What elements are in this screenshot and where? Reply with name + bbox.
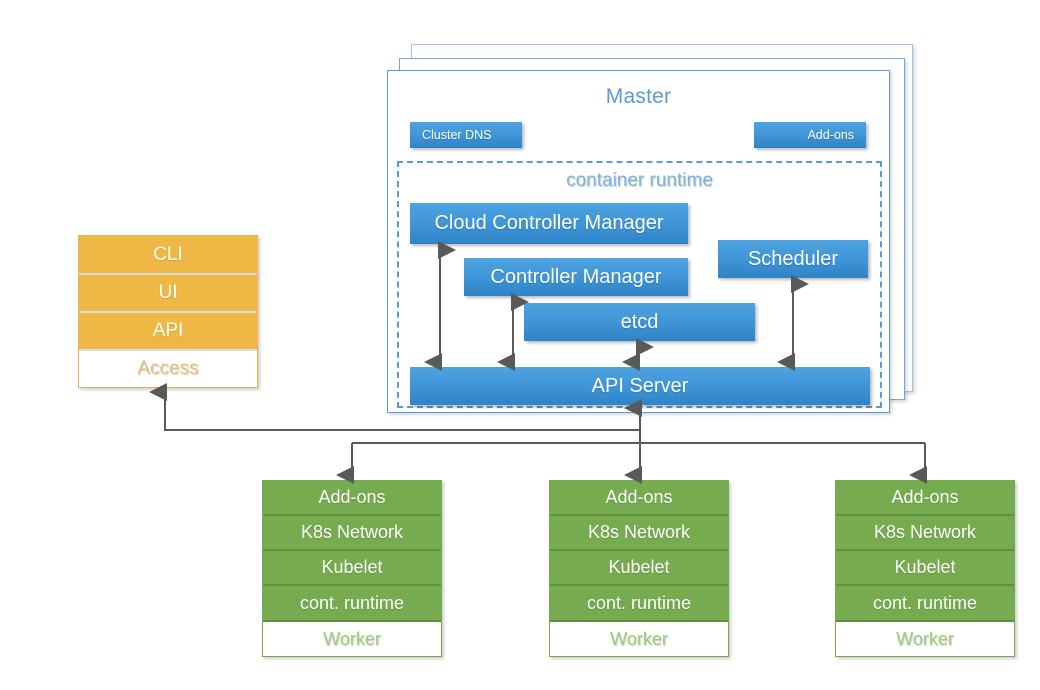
worker-2-row-add-ons[interactable]: Add-ons xyxy=(550,481,728,516)
worker-2-row-cont-runtime[interactable]: cont. runtime xyxy=(550,586,728,622)
controller-manager-label: Controller Manager xyxy=(490,265,662,288)
master-component-cluster-dns[interactable]: Cluster DNS xyxy=(410,122,522,148)
cluster-dns-label: Cluster DNS xyxy=(422,128,492,142)
worker-3-k8s-network-label: K8s Network xyxy=(873,522,977,542)
worker-2-k8s-network-label: K8s Network xyxy=(587,522,691,542)
worker-2-add-ons-label: Add-ons xyxy=(605,487,673,507)
worker-2-footer-label: Worker xyxy=(550,622,728,656)
worker-2-label-text: Worker xyxy=(610,628,668,649)
component-etcd[interactable]: etcd xyxy=(524,303,755,341)
worker-2-row-k8s-network[interactable]: K8s Network xyxy=(550,516,728,551)
worker-node-1: Add-ons K8s Network Kubelet cont. runtim… xyxy=(262,480,442,657)
worker-3-footer-label: Worker xyxy=(836,622,1014,656)
worker-node-2: Add-ons K8s Network Kubelet cont. runtim… xyxy=(549,480,729,657)
worker-3-row-k8s-network[interactable]: K8s Network xyxy=(836,516,1014,551)
worker-1-footer-label: Worker xyxy=(263,622,441,656)
access-stack: CLI UI API Access xyxy=(78,235,258,388)
worker-1-kubelet-label: Kubelet xyxy=(321,557,383,577)
worker-3-cont-runtime-label: cont. runtime xyxy=(872,592,978,613)
worker-1-add-ons-label: Add-ons xyxy=(318,487,386,507)
worker-3-row-add-ons[interactable]: Add-ons xyxy=(836,481,1014,516)
access-label-text: Access xyxy=(137,358,199,379)
container-runtime-title: container runtime xyxy=(566,170,713,191)
worker-3-row-kubelet[interactable]: Kubelet xyxy=(836,551,1014,586)
worker-3-row-cont-runtime[interactable]: cont. runtime xyxy=(836,586,1014,622)
worker-1-k8s-network-label: K8s Network xyxy=(300,522,404,542)
worker-2-cont-runtime-label: cont. runtime xyxy=(586,592,692,613)
component-controller-manager[interactable]: Controller Manager xyxy=(464,258,688,296)
access-row-api[interactable]: API xyxy=(79,313,257,351)
api-server-label: API Server xyxy=(591,374,689,397)
access-row-cli-label: CLI xyxy=(153,243,183,265)
worker-1-row-k8s-network[interactable]: K8s Network xyxy=(263,516,441,551)
worker-1-row-add-ons[interactable]: Add-ons xyxy=(263,481,441,516)
access-footer-label: Access xyxy=(79,351,257,387)
component-api-server[interactable]: API Server xyxy=(410,367,870,405)
master-add-ons-label: Add-ons xyxy=(807,128,854,142)
worker-1-label-text: Worker xyxy=(323,628,381,649)
component-scheduler[interactable]: Scheduler xyxy=(718,240,868,278)
worker-3-kubelet-label: Kubelet xyxy=(894,557,956,577)
worker-3-add-ons-label: Add-ons xyxy=(891,487,959,507)
worker-2-kubelet-label: Kubelet xyxy=(608,557,670,577)
access-row-api-label: API xyxy=(152,320,184,341)
worker-1-row-kubelet[interactable]: Kubelet xyxy=(263,551,441,586)
worker-3-label-text: Worker xyxy=(896,628,954,649)
component-cloud-controller-manager[interactable]: Cloud Controller Manager xyxy=(410,203,688,244)
access-row-cli[interactable]: CLI xyxy=(79,236,257,275)
worker-node-3: Add-ons K8s Network Kubelet cont. runtim… xyxy=(835,480,1015,657)
etcd-label: etcd xyxy=(620,310,659,333)
scheduler-label: Scheduler xyxy=(747,247,839,270)
cloud-controller-manager-label: Cloud Controller Manager xyxy=(434,212,664,234)
master-component-add-ons[interactable]: Add-ons xyxy=(754,122,866,148)
worker-1-row-cont-runtime[interactable]: cont. runtime xyxy=(263,586,441,622)
access-row-ui[interactable]: UI xyxy=(79,275,257,313)
access-row-ui-label: UI xyxy=(158,282,178,303)
master-title: Master xyxy=(605,85,672,108)
worker-1-cont-runtime-label: cont. runtime xyxy=(299,592,405,613)
worker-2-row-kubelet[interactable]: Kubelet xyxy=(550,551,728,586)
